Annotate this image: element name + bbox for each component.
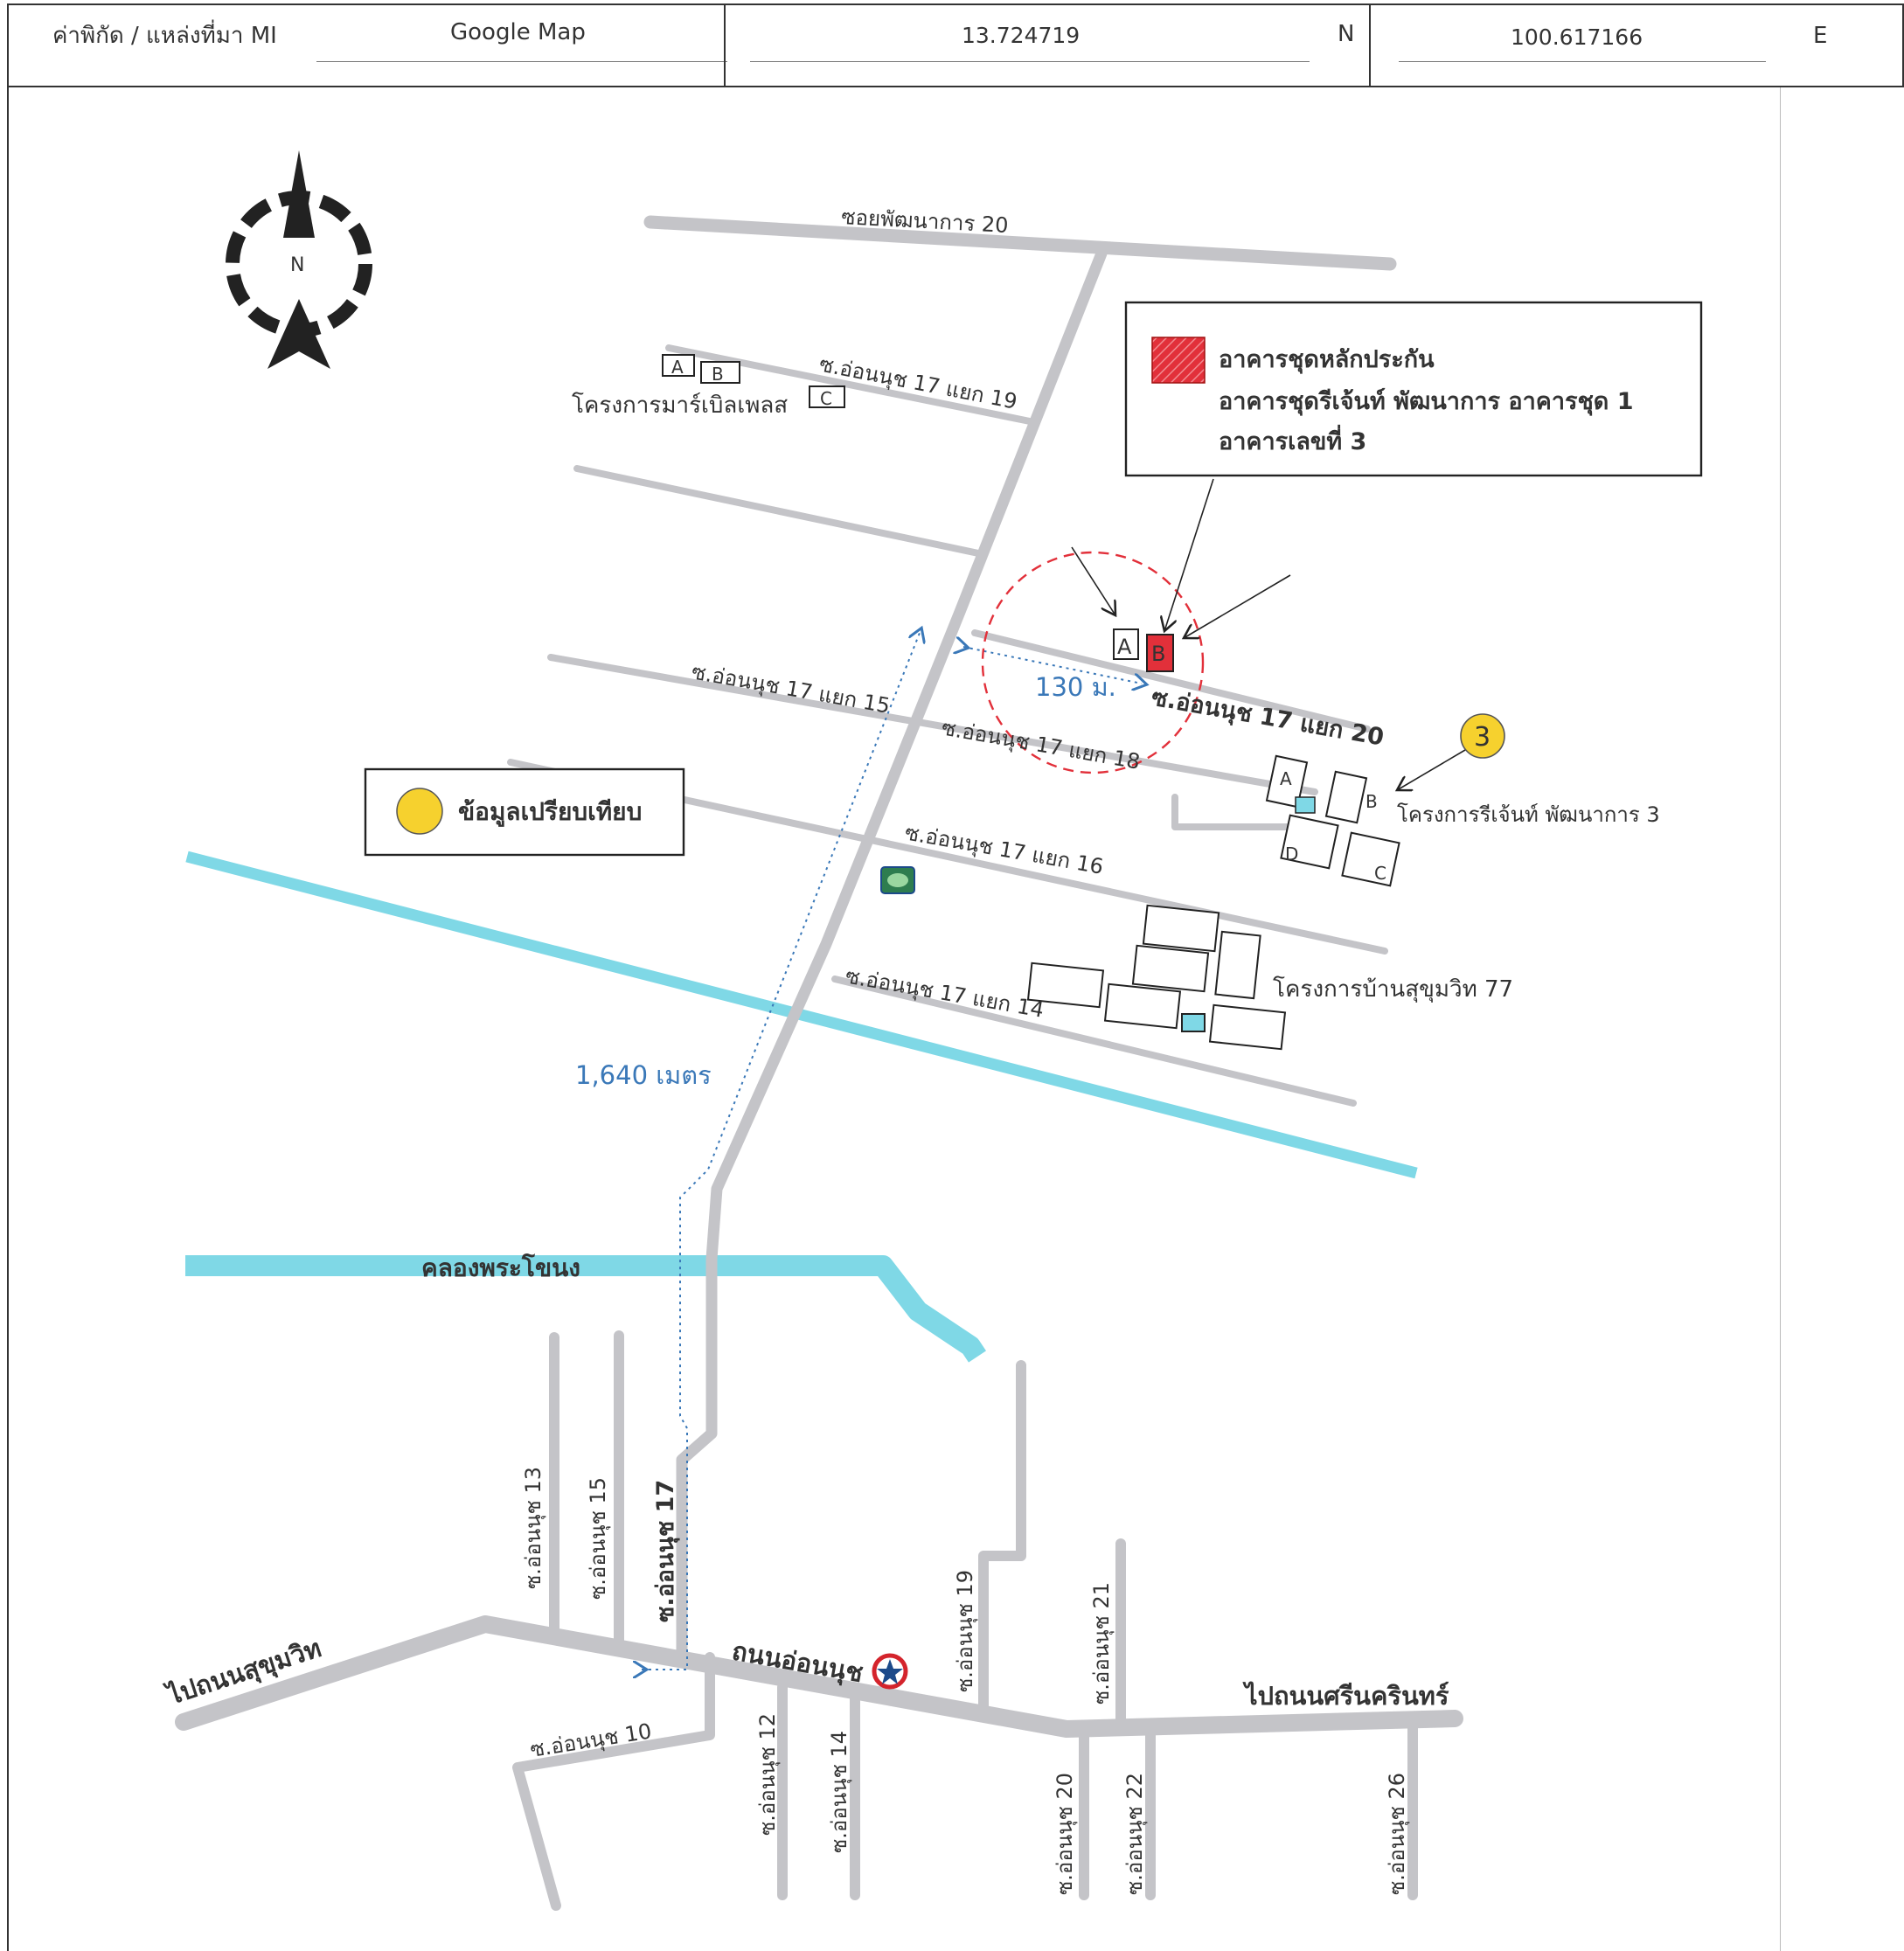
water-layer (185, 851, 1418, 1363)
label-soi14: ซ.อ่อนนุช 14 (827, 1731, 852, 1853)
road-soi17-19 (665, 344, 1033, 425)
subject-area: A B (981, 478, 1291, 774)
legend-compare: ข้อมูลเปรียบเทียบ (364, 767, 685, 857)
map-frame (7, 87, 1904, 1951)
label-soi17-14: ซ.อ่อนนุช 17 แยก 14 (844, 963, 1046, 1023)
subject-arrow-1 (1071, 546, 1115, 615)
label-sukhumvit77: โครงการบ้านสุขุมวิท 77 (1273, 976, 1513, 1003)
label-regent3: โครงการรีเจ้นท์ พัฒนาการ 3 (1397, 802, 1660, 827)
header-divider-1 (724, 5, 726, 86)
route-1640m (642, 633, 920, 1670)
road-soi19 (978, 1360, 1026, 1718)
legend-subject-line3: อาคารเลขที่ 3 (1219, 424, 1366, 455)
legend-subject-line2: อาคารชุดรีเจ้นท์ พัฒนาการ อาคารชุด 1 (1219, 387, 1634, 416)
legend-compare-label: ข้อมูลเปรียบเทียบ (458, 797, 642, 827)
label-130m: 130 ม. (1035, 672, 1116, 702)
svg-text:A: A (671, 357, 684, 378)
distance-routes (642, 633, 1142, 1670)
label-canal: คลองพระโขนง (421, 1253, 580, 1282)
legend-subject-swatch (1151, 337, 1206, 384)
svg-text:C: C (1374, 863, 1386, 884)
north-arrow-icon: N (226, 150, 372, 369)
svg-text:B: B (712, 364, 724, 385)
label-soi13: ซ.อ่อนนุช 13 (521, 1467, 546, 1589)
label-1640m: 1,640 เมตร (575, 1060, 712, 1090)
subject-building-b (1146, 634, 1174, 672)
sukhumvit77-buildings (1026, 904, 1287, 1051)
label-soi17-18: ซ.อ่อนนุช 17 แยก 18 (940, 715, 1142, 774)
label-soi15: ซ.อ่อนนุช 15 (586, 1477, 611, 1600)
label-soi22: ซ.อ่อนนุช 22 (1122, 1773, 1148, 1895)
frame-guide-line (1780, 87, 1781, 1951)
header-table: ค่าพิกัด / แหล่งที่มา MI Google Map 13.7… (7, 3, 1904, 87)
road-pattanakarn20 (643, 215, 1397, 271)
road-regent-spur (1171, 794, 1297, 830)
label-soi19: ซ.อ่อนนุช 19 (953, 1570, 978, 1692)
compass-label: N (290, 254, 304, 276)
svg-text:A: A (1280, 768, 1292, 789)
legend-subject-box (1124, 301, 1703, 477)
label-marble-place: โครงการมาร์เบิลเพลส (572, 392, 788, 419)
road-soi17-main (676, 247, 1108, 1667)
legend-subject-line1: อาคารชุดหลักประกัน (1219, 346, 1435, 374)
legend-compare-swatch (396, 788, 443, 835)
comparable-3-label: 3 (1474, 722, 1491, 753)
latitude-direction: N (1338, 21, 1355, 47)
marble-place-buildings: A B C (662, 354, 845, 409)
svg-text:D: D (1285, 844, 1298, 864)
svg-text:C: C (820, 388, 832, 409)
source-underline (316, 61, 727, 62)
latitude-underline (750, 61, 1310, 62)
label-to-srinakarin: ไปถนนศรีนครินทร์ (1242, 1681, 1449, 1711)
fuel-station-icon (872, 1653, 908, 1690)
subject-arrow-2 (1164, 478, 1214, 631)
route-130m (963, 647, 1142, 684)
regent3-buildings: A B D C (1265, 754, 1400, 887)
comparable-3-marker: 3 (1397, 713, 1505, 790)
source-label: ค่าพิกัด / แหล่งที่มา MI (52, 23, 277, 49)
source-value: Google Map (450, 19, 586, 45)
road-unnamed-north (573, 465, 986, 558)
label-soi12: ซ.อ่อนนุช 12 (755, 1713, 781, 1836)
label-soi17-20: ซ.อ่อนนุช 17 แยก 20 (1150, 684, 1386, 752)
subject-building-b-label: B (1151, 642, 1165, 666)
svg-text:B: B (1365, 791, 1378, 812)
header-divider-2 (1369, 5, 1371, 86)
subject-building-a-label: A (1117, 635, 1132, 659)
park-icon (880, 866, 915, 894)
subject-dashed-circle (981, 551, 1205, 774)
label-soi21: ซ.อ่อนนุช 21 (1089, 1582, 1115, 1705)
canal-phra-khanong (185, 1255, 986, 1363)
road-soi10 (512, 1652, 715, 1911)
subject-building-a (1113, 628, 1139, 660)
label-soi17: ซ.อ่อนนุช 17 (652, 1480, 680, 1622)
latitude-value: 13.724719 (962, 23, 1081, 48)
label-soi26: ซ.อ่อนนุช 26 (1385, 1773, 1410, 1895)
longitude-value: 100.617166 (1511, 24, 1643, 50)
label-soi20: ซ.อ่อนนุช 20 (1053, 1773, 1078, 1895)
longitude-direction: E (1813, 23, 1828, 49)
legend-subject: อาคารชุดหลักประกัน อาคารชุดรีเจ้นท์ พัฒน… (1124, 301, 1703, 477)
longitude-underline (1399, 61, 1766, 62)
subject-arrow-3 (1184, 574, 1291, 638)
